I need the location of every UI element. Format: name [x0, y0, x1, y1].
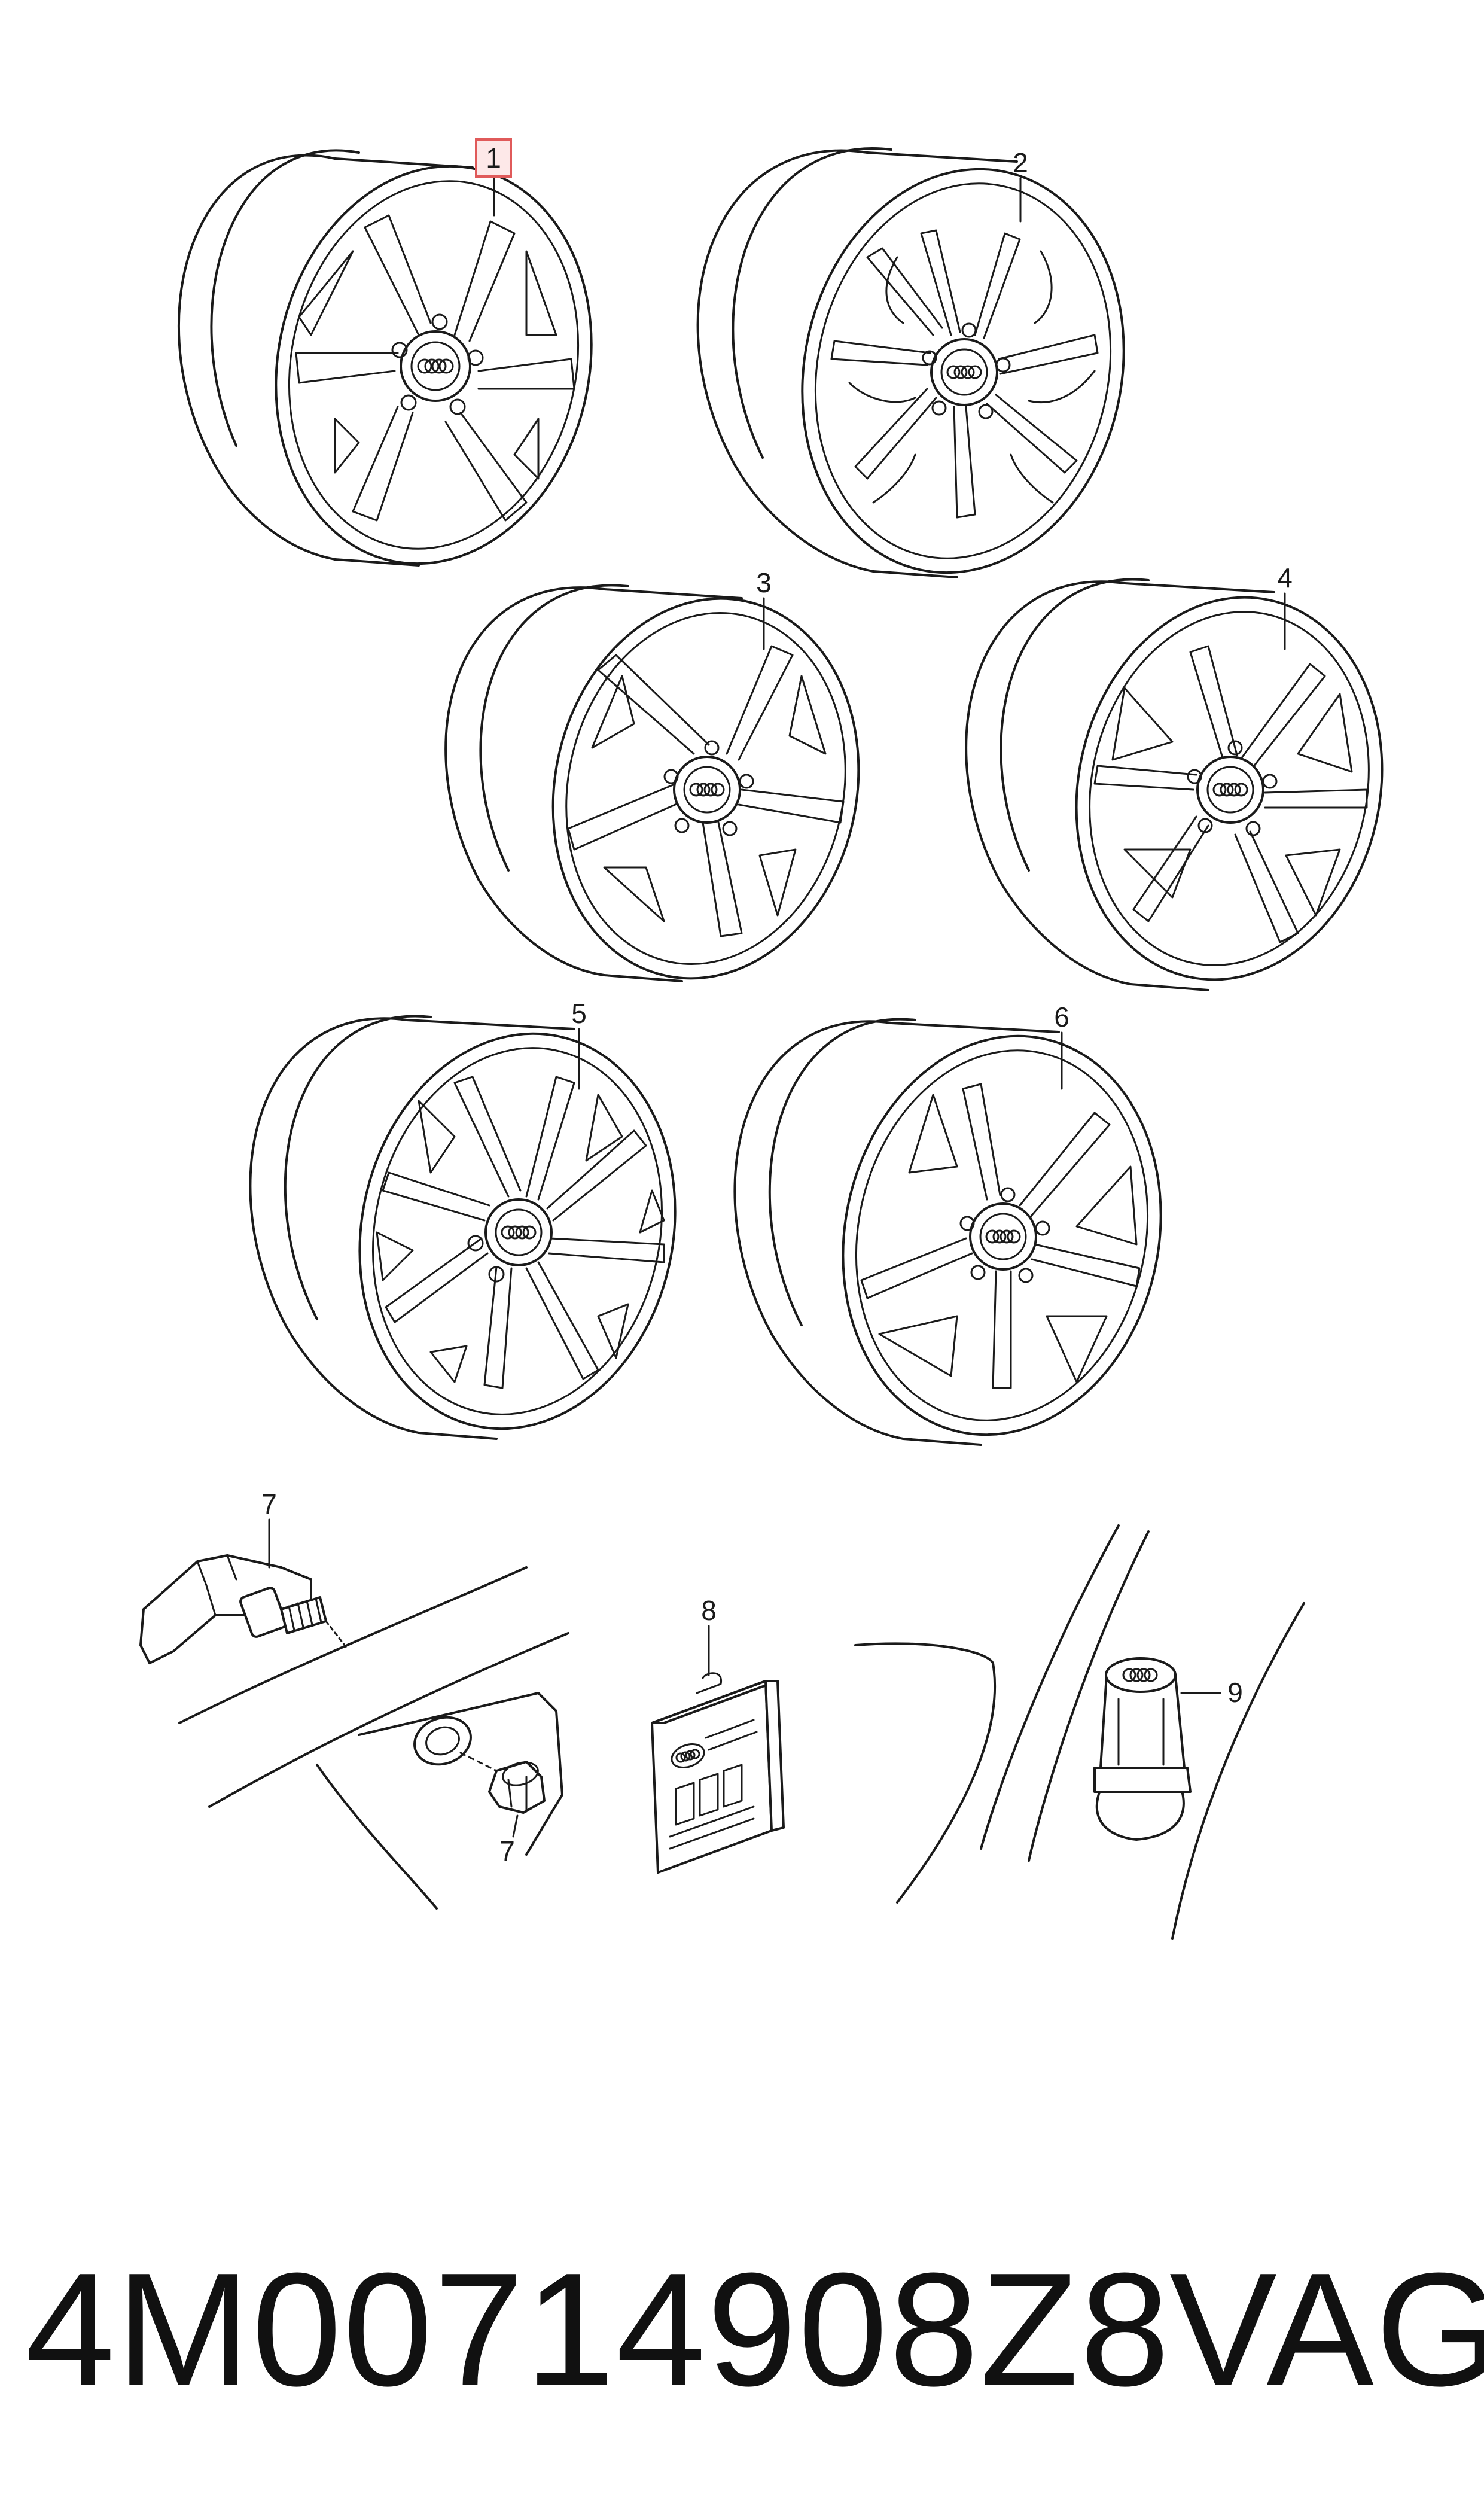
tpms-sensor[interactable]	[139, 1554, 348, 1664]
callout-4-label[interactable]: 4	[1277, 562, 1293, 593]
wheel-1[interactable]	[178, 136, 627, 593]
callout-1[interactable]: 1	[475, 138, 512, 178]
part-number: 4M00714908Z8	[25, 2240, 1171, 2420]
wheel-4[interactable]	[965, 569, 1416, 1009]
callout-1-highlight-box	[475, 138, 512, 178]
callout-7a-label[interactable]: 7	[261, 1488, 277, 1520]
callout-8-label[interactable]: 8	[701, 1595, 717, 1626]
wheel-2[interactable]	[696, 139, 1160, 602]
callout-3-label[interactable]: 3	[756, 567, 772, 598]
rim-valve-cap-section	[854, 1524, 1305, 1940]
wheel-3[interactable]	[444, 570, 893, 1007]
callout-5-label[interactable]: 5	[571, 998, 587, 1029]
callout-7b-label[interactable]: 7	[499, 1835, 515, 1867]
bolt-kit-package[interactable]	[651, 1672, 785, 1874]
callout-1-label: 1	[486, 142, 501, 173]
valve-nut[interactable]	[488, 1759, 546, 1838]
wheel-6[interactable]	[733, 1006, 1197, 1464]
wheel-5[interactable]	[249, 1004, 711, 1459]
rim-valve-section	[178, 1566, 569, 1910]
leader-lines	[268, 177, 1286, 1694]
valve-cap[interactable]	[1093, 1657, 1192, 1841]
callout-6-label[interactable]: 6	[1054, 1001, 1069, 1033]
callout-9-label[interactable]: 9	[1227, 1677, 1243, 1708]
brand-label: VAG	[1169, 2240, 1484, 2420]
callout-2-label[interactable]: 2	[1013, 147, 1028, 178]
